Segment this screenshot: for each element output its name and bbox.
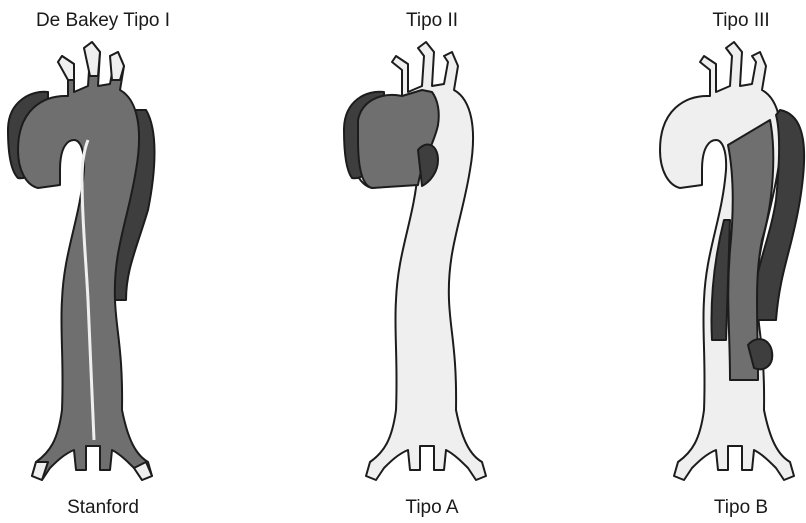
aorta-type-3 bbox=[660, 42, 804, 480]
aorta-type-1 bbox=[8, 42, 155, 480]
aorta-type-2 bbox=[344, 42, 486, 480]
